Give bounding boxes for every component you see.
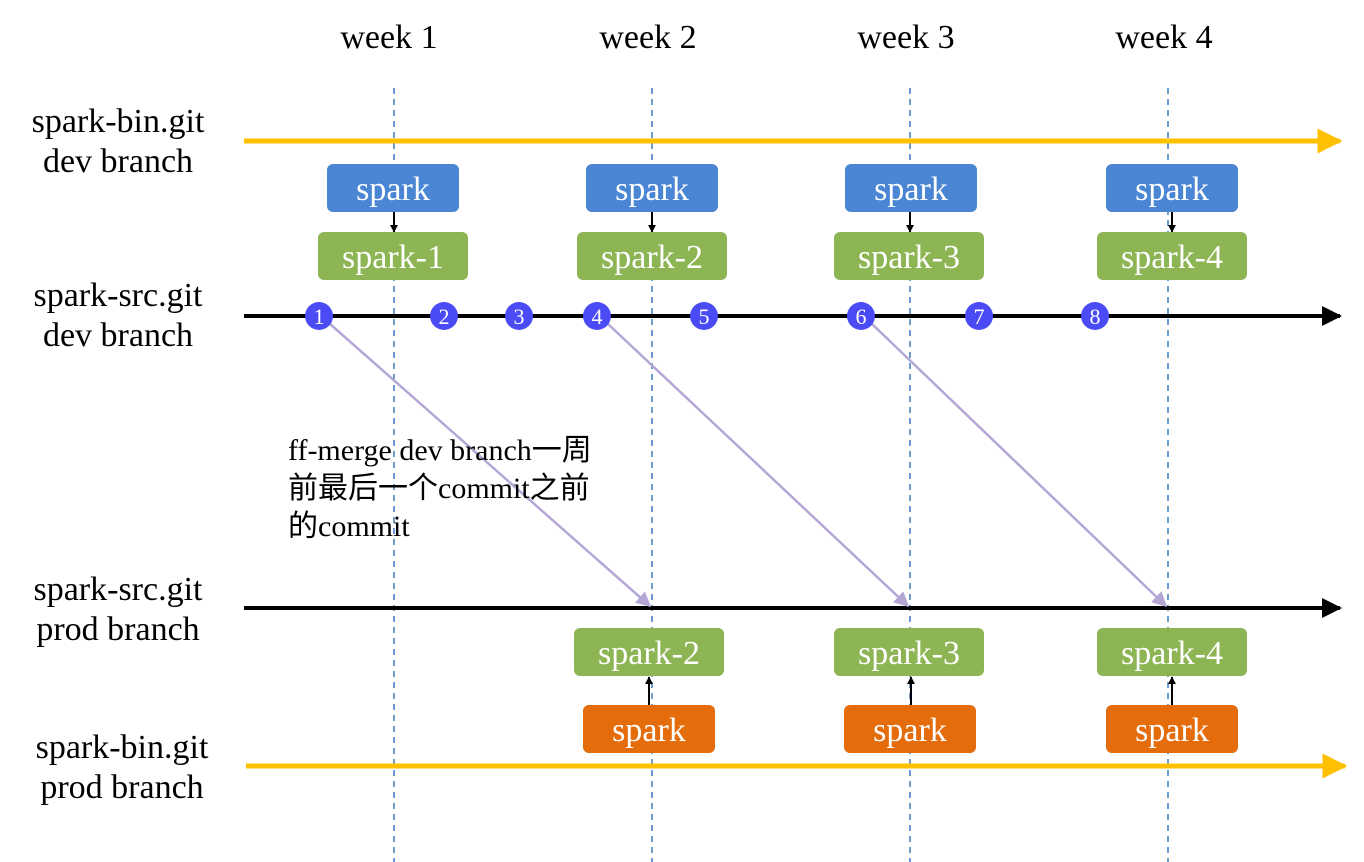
- dev-spark-box-2: spark: [586, 164, 718, 212]
- svg-text:1: 1: [314, 304, 325, 329]
- commit-6: 6: [847, 302, 875, 330]
- merge-arrow-2: [607, 323, 910, 608]
- svg-text:spark-4: spark-4: [1121, 239, 1223, 276]
- svg-text:7: 7: [974, 304, 985, 329]
- commit-3: 3: [505, 302, 533, 330]
- dev-version-box-4: spark-4: [1097, 232, 1247, 280]
- svg-text:spark-2: spark-2: [601, 239, 703, 276]
- prod-version-box-2: spark-2: [574, 628, 724, 676]
- svg-text:spark-2: spark-2: [598, 635, 700, 672]
- lane-label-bin-prod: spark-bin.git prod branch: [35, 729, 209, 806]
- week-label-3: week 3: [857, 19, 955, 56]
- merge-arrow-3: [871, 323, 1168, 608]
- svg-text:spark-3: spark-3: [858, 239, 960, 276]
- svg-text:5: 5: [699, 304, 710, 329]
- commit-7: 7: [965, 302, 993, 330]
- svg-text:spark-3: spark-3: [858, 635, 960, 672]
- lane-label-src-prod: spark-src.git prod branch: [33, 571, 203, 648]
- svg-text:2: 2: [439, 304, 450, 329]
- svg-text:spark: spark: [1135, 712, 1209, 749]
- lane-label-src-dev: spark-src.git dev branch: [33, 277, 203, 354]
- commit-5: 5: [690, 302, 718, 330]
- svg-text:3: 3: [514, 304, 525, 329]
- lane-label-bin-dev: spark-bin.git dev branch: [31, 103, 205, 180]
- svg-text:spark-1: spark-1: [342, 239, 444, 276]
- week-label-4: week 4: [1115, 19, 1213, 56]
- dev-version-box-2: spark-2: [577, 232, 727, 280]
- commit-8: 8: [1081, 302, 1109, 330]
- week-label-1: week 1: [340, 19, 438, 56]
- prod-spark-box-4: spark: [1106, 705, 1238, 753]
- svg-text:6: 6: [856, 304, 867, 329]
- prod-version-box-3: spark-3: [834, 628, 984, 676]
- commit-2: 2: [430, 302, 458, 330]
- svg-text:spark-4: spark-4: [1121, 635, 1223, 672]
- svg-text:spark: spark: [1135, 171, 1209, 208]
- merge-annotation: ff-merge dev branch一周前最后一个commit之前的commi…: [288, 434, 592, 543]
- svg-text:4: 4: [592, 304, 603, 329]
- svg-text:spark: spark: [873, 712, 947, 749]
- svg-text:spark: spark: [874, 171, 948, 208]
- svg-text:spark: spark: [615, 171, 689, 208]
- svg-text:spark: spark: [356, 171, 430, 208]
- dev-version-box-1: spark-1: [318, 232, 468, 280]
- commit-1: 1: [305, 302, 333, 330]
- merge-arrow-1: [329, 323, 652, 607]
- svg-text:8: 8: [1090, 304, 1101, 329]
- commit-4: 4: [583, 302, 611, 330]
- prod-spark-box-2: spark: [583, 705, 715, 753]
- dev-spark-box-3: spark: [845, 164, 977, 212]
- week-label-2: week 2: [599, 19, 697, 56]
- dev-spark-box-1: spark: [327, 164, 459, 212]
- dev-spark-box-4: spark: [1106, 164, 1238, 212]
- week-dividers: [393, 88, 1169, 862]
- dev-version-box-3: spark-3: [834, 232, 984, 280]
- svg-text:spark: spark: [612, 712, 686, 749]
- prod-spark-box-3: spark: [844, 705, 976, 753]
- prod-version-box-4: spark-4: [1097, 628, 1247, 676]
